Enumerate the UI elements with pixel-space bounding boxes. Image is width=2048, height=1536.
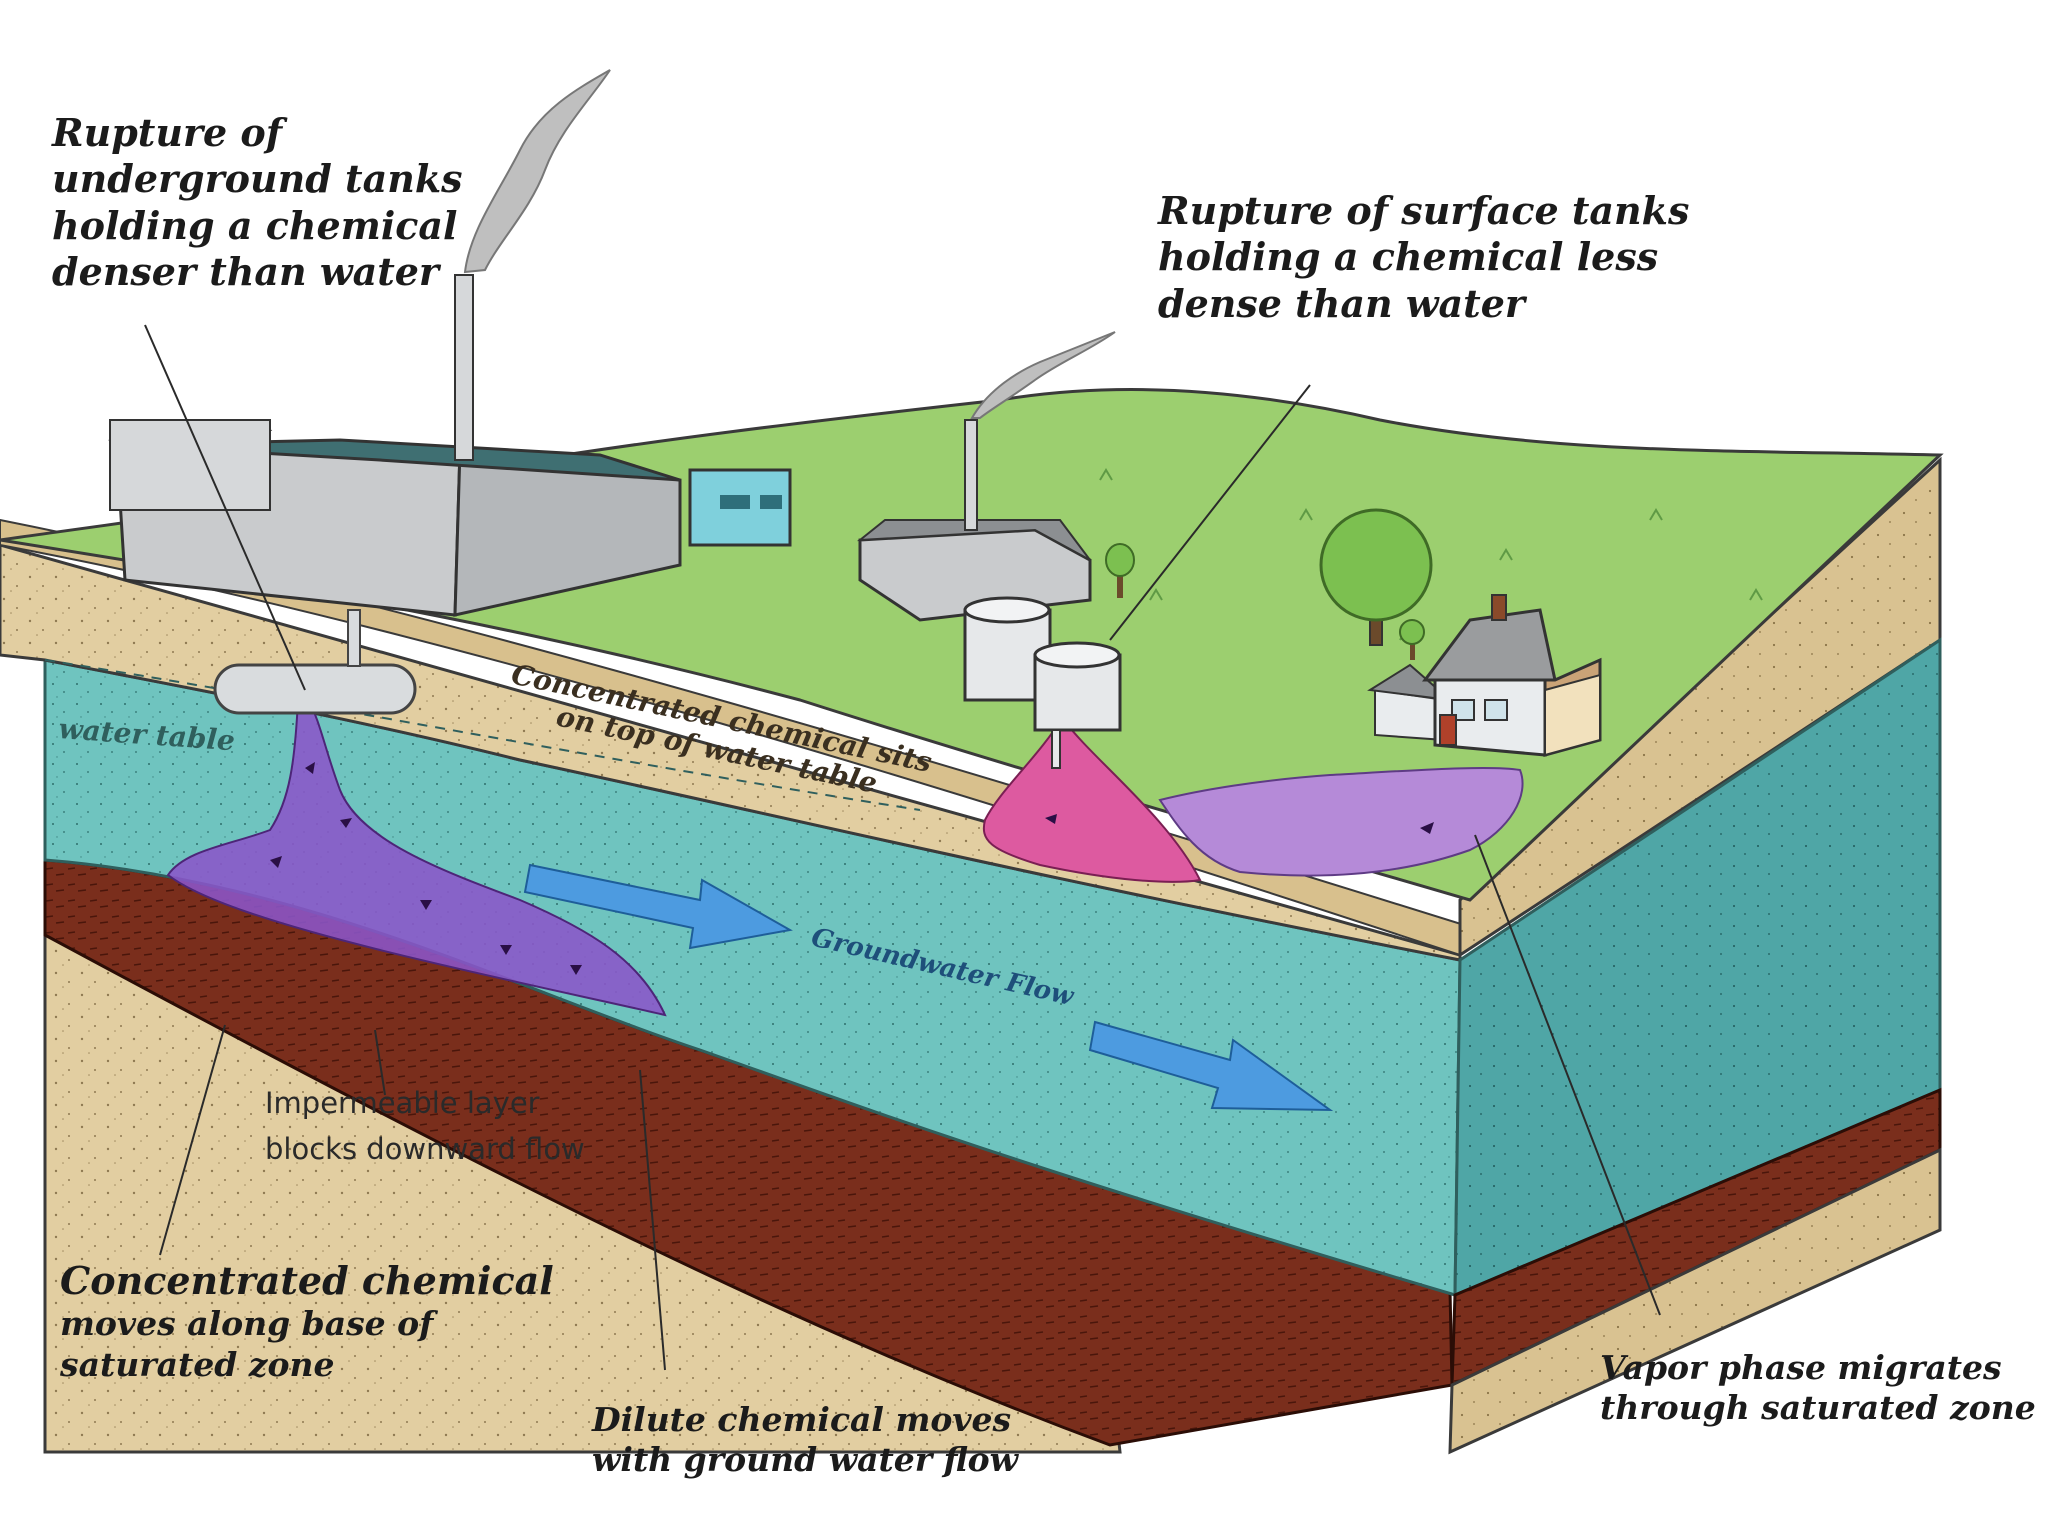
callout-dilute-chemical: Dilute chemical moves with ground water … [592, 1400, 1018, 1481]
callout-line: through saturated zone [1600, 1388, 2036, 1428]
factory [108, 419, 792, 617]
callout-line: underground tanks [52, 156, 463, 202]
smokestack-plant [964, 419, 978, 531]
groundwater-flow-arrow-2 [1088, 1020, 1334, 1112]
dense-chemical-plume [166, 699, 667, 1017]
label-line: blocks downward flow [265, 1132, 585, 1167]
callout-line: with ground water flow [592, 1440, 1019, 1480]
groundwater-flow-arrow-1 [523, 863, 793, 950]
plume-flow-arrows [270, 762, 1434, 975]
callout-vapor-phase: Vapor phase migrates through saturated z… [1600, 1348, 2036, 1429]
callout-line: Rupture of surface tanks [1158, 188, 1690, 233]
tree-small [1105, 543, 1135, 598]
smoke-plume-factory [463, 69, 611, 274]
smoke-plume-plant [970, 331, 1116, 419]
light-chemical-plume-pink [982, 716, 1202, 883]
side-deep-sediment [1448, 1147, 1942, 1455]
callout-line: holding a chemical [52, 202, 458, 248]
callout-line: moves along base of [60, 1304, 434, 1344]
surface-tanks [963, 596, 1122, 769]
house [1367, 594, 1602, 757]
callout-surface-tanks: Rupture of surface tanks holding a chemi… [1158, 188, 1689, 327]
tree-large [1319, 508, 1433, 646]
smokestack-factory [454, 274, 474, 461]
callout-line: dense than water [1158, 280, 1525, 326]
surface-plant [856, 519, 1092, 622]
callout-line: Vapor phase migrates [1600, 1348, 2002, 1387]
callout-underground-tanks: Rupture of underground tanks holding a c… [52, 110, 463, 295]
water-table-line [44, 659, 921, 811]
callout-concentrated-base: Concentrated chemical moves along base o… [60, 1258, 554, 1385]
callout-line: Rupture of [52, 110, 283, 155]
callout-line: Concentrated chemical [60, 1258, 554, 1303]
tree-tiny [1399, 619, 1425, 660]
underground-tank-pipe [347, 609, 361, 667]
label-line: Impermeable layer [265, 1086, 540, 1120]
label-impermeable-layer: Impermeable layer blocks downward flow [265, 1080, 585, 1173]
callout-line: denser than water [52, 249, 439, 295]
callout-line: Dilute chemical moves [592, 1400, 1012, 1439]
callout-line: saturated zone [60, 1344, 335, 1384]
callout-line: holding a chemical less [1158, 234, 1659, 280]
underground-tank [213, 663, 417, 715]
leader-lines [144, 324, 1661, 1371]
light-chemical-plume-lavender [1158, 766, 1524, 877]
